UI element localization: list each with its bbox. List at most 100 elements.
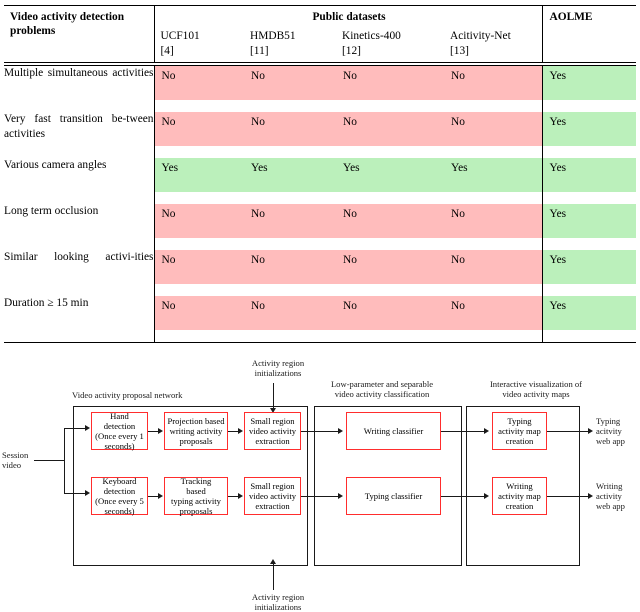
- cell-value-text: No: [444, 204, 542, 239]
- cell-value-text: No: [336, 112, 444, 147]
- container-visualization: [466, 406, 580, 566]
- pipeline-diagram: Activity region initializations Video ac…: [0, 352, 640, 612]
- header-col-activitynet-ref: [13]: [450, 44, 469, 57]
- arrow-head-writing-map: [484, 492, 489, 499]
- cell-value: No: [154, 112, 244, 158]
- cell-value: No: [336, 112, 444, 158]
- row-problem-label: Very fast transition be-tween activities: [4, 112, 155, 159]
- cell-value: No: [336, 204, 444, 250]
- session-video-line: [34, 460, 64, 461]
- row-problem-label: Duration ≥ 15 min: [4, 296, 155, 343]
- arrow-head-activity-top: [269, 408, 276, 413]
- arrow-head-keyboard-detection: [85, 489, 90, 496]
- header-aolme: AOLME: [549, 11, 593, 23]
- cell-value: No: [444, 204, 542, 250]
- arrow-head-typing-map: [484, 427, 489, 434]
- comparison-table-wrapper: Video activity detection problems Public…: [4, 5, 636, 345]
- session-video-branch-bottom: [64, 493, 87, 494]
- arrow-head-projection: [158, 427, 163, 434]
- row-problem-label: Multiple simultaneous activities: [4, 65, 155, 113]
- output-writing-web-app: Writing activity web app: [596, 481, 625, 512]
- box-tracking-proposals: Tracking based typing activity proposals: [164, 476, 228, 516]
- input-session-video: Session video: [2, 450, 29, 471]
- cell-value-aolme-text: Yes: [542, 66, 636, 101]
- box-writing-activity-map-creation: Writing activity map creation: [492, 477, 547, 515]
- header-col-hmdb51-ref: [11]: [250, 44, 269, 57]
- cell-value: No: [244, 250, 336, 296]
- cell-value: No: [444, 66, 542, 113]
- header-col-activitynet: Acitivity-Net [13]: [444, 26, 543, 63]
- line-hand-to-projection: [148, 431, 160, 432]
- session-video-branch-top: [64, 428, 87, 429]
- cell-value-aolme-text: Yes: [542, 158, 636, 193]
- cell-value: No: [444, 112, 542, 158]
- arrow-head-small-region-top: [238, 427, 243, 434]
- cell-value: No: [444, 250, 542, 296]
- table-header-rule-b: [4, 62, 636, 67]
- header-problems: Video activity detection problems: [4, 6, 155, 63]
- cell-value-text: No: [244, 296, 336, 331]
- cell-value: No: [244, 112, 336, 158]
- cell-value: Yes: [244, 158, 336, 204]
- table-row: Very fast transition be-tween activities…: [4, 112, 636, 159]
- arrow-head-writing-webapp: [588, 492, 593, 499]
- line-typing-map-to-webapp: [547, 431, 591, 432]
- cell-value: Yes: [336, 158, 444, 204]
- line-projection-to-small-region: [228, 431, 240, 432]
- cell-value: No: [336, 296, 444, 343]
- cell-value-aolme-text: Yes: [542, 112, 636, 147]
- cell-value-text: Yes: [154, 158, 244, 193]
- box-typing-classifier: Typing classifier: [346, 477, 441, 515]
- arrow-head-writing-classifier: [338, 427, 343, 434]
- row-problem-label: Long term occlusion: [4, 204, 155, 251]
- header-public-datasets: Public datasets: [154, 6, 543, 27]
- line-proposal-to-writing-classifier: [301, 431, 341, 432]
- line-typing-classifier-to-writing-map: [441, 496, 487, 497]
- cell-value-text: No: [244, 112, 336, 147]
- cell-value-aolme: Yes: [541, 296, 636, 343]
- table-bottom-rule: [4, 342, 636, 344]
- line-proposal-to-typing-classifier: [301, 496, 341, 497]
- arrow-line-activity-top: [273, 383, 274, 410]
- output-typing-web-app: Typing acitvity web app: [596, 416, 625, 447]
- box-projection-proposals: Projection based writing activity propos…: [164, 412, 228, 450]
- box-typing-activity-map-creation: Typing activity map creation: [492, 412, 547, 450]
- header-col-kinetics400: Kinetics-400 [12]: [336, 26, 444, 62]
- cell-value-text: No: [444, 296, 542, 331]
- cell-value-text: No: [154, 112, 244, 147]
- cell-value-text: No: [154, 296, 244, 331]
- clipped-caption-line: [0, 0, 640, 3]
- header-col-ucf101-name: UCF101: [160, 30, 200, 43]
- cell-value-text: No: [154, 66, 244, 101]
- table-header-row-group: Video activity detection problems Public…: [4, 6, 636, 63]
- arrow-head-small-region-bottom: [238, 492, 243, 499]
- cell-value: No: [154, 204, 244, 250]
- line-keyboard-to-tracking: [148, 496, 160, 497]
- arrow-head-activity-bottom: [269, 559, 276, 564]
- cell-value: No: [444, 296, 542, 343]
- row-problem-label: Various camera angles: [4, 158, 155, 205]
- header-col-ucf101: UCF101 [4]: [154, 26, 244, 62]
- arrow-head-typing-classifier: [338, 492, 343, 499]
- cell-value: No: [336, 250, 444, 296]
- cell-value-text: No: [336, 296, 444, 331]
- cell-value: No: [154, 66, 244, 113]
- session-video-split: [64, 428, 65, 493]
- container-classification: [314, 406, 462, 566]
- group-title-visualization: Interactive visualization of video activ…: [489, 379, 583, 400]
- header-col-kinetics400-ref: [12]: [342, 44, 361, 57]
- cell-value: Yes: [444, 158, 542, 204]
- box-writing-classifier: Writing classifier: [346, 412, 441, 450]
- cell-value-aolme-text: Yes: [542, 296, 636, 331]
- comparison-table: Video activity detection problems Public…: [4, 5, 636, 344]
- arrow-head-tracking: [158, 492, 163, 499]
- cell-value-text: No: [336, 66, 444, 101]
- cell-value-aolme-text: Yes: [542, 250, 636, 285]
- table-top-rule: [4, 5, 636, 6]
- container-proposal-network: [73, 406, 308, 566]
- annotation-activity-region-top: Activity region initializations: [251, 358, 305, 379]
